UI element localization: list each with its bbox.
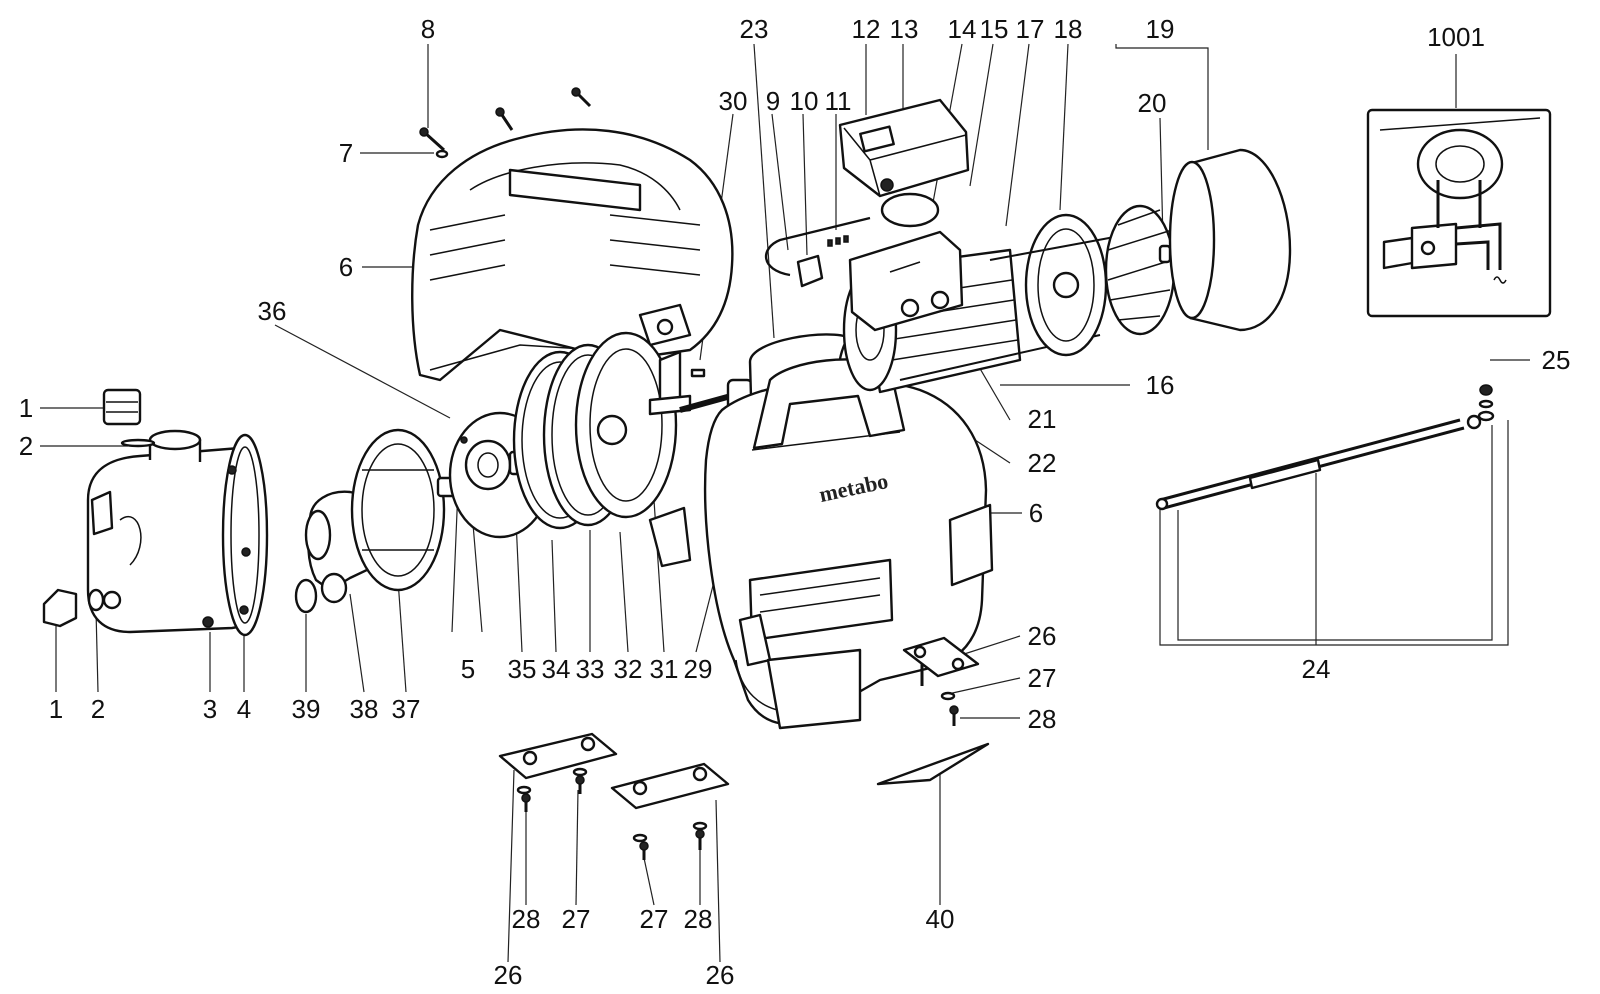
part-label: 4 [237,694,251,724]
part-label: 38 [350,694,379,724]
part-label: 39 [292,694,321,724]
part-label: 36 [258,296,287,326]
part-label: 26 [706,960,735,990]
part-label: 40 [926,904,955,934]
part-label: 9 [766,86,780,116]
label-40 [876,742,990,786]
feet-26 [498,636,980,860]
part-label: 5 [461,654,475,684]
part-label: 32 [614,654,643,684]
part-label: 7 [339,138,353,168]
rear-housing-6 [411,128,734,382]
part-label: 29 [684,654,713,684]
fan-20 [1104,204,1176,336]
part-label: 25 [1542,345,1571,375]
front-housing-6: metabo [703,358,994,730]
part-label: 33 [576,654,605,684]
part-label: 24 [1302,654,1331,684]
part-label: 8 [421,14,435,44]
diffuser-group [294,428,446,614]
parts: metabo [42,87,1552,860]
part-label: 18 [1054,14,1083,44]
part-label: 13 [890,14,919,44]
fan-cover-19 [1168,148,1292,332]
inset-1001 [1366,108,1552,318]
part-label: 26 [494,960,523,990]
part-label: 11 [825,86,852,116]
rings-and-flange [512,331,692,568]
part-label: 27 [1028,663,1057,693]
part-label: 31 [650,654,679,684]
part-label: 28 [512,904,541,934]
part-label: 17 [1016,14,1045,44]
part-label: 30 [719,86,748,116]
handle-rod-24 [1155,384,1495,511]
leader-lines [40,43,1530,963]
part-label: 6 [1029,498,1043,528]
part-label: 21 [1028,404,1057,434]
part-label: 28 [684,904,713,934]
pump-housing [42,388,269,637]
part-label: 22 [1028,448,1057,478]
part-label: 10 [790,86,819,116]
part-label: 35 [508,654,537,684]
part-label: 34 [542,654,571,684]
part-label: 6 [339,252,353,282]
part-label: 1 [19,393,33,423]
part-label: 20 [1138,88,1167,118]
part-label: 28 [1028,704,1057,734]
part-label: 19 [1146,14,1175,44]
part-label: 1001 [1427,22,1485,52]
part-label: 14 [948,14,977,44]
screws-8 [419,87,592,159]
part-label: 1 [49,694,63,724]
cable-and-gland [764,216,871,288]
part-label: 37 [392,694,421,724]
key-30 [690,368,706,378]
part-label: 16 [1146,370,1175,400]
part-label: 2 [19,431,33,461]
part-label: 15 [980,14,1009,44]
part-label: 23 [740,14,769,44]
part-label: 12 [852,14,881,44]
part-number-labels: 8 7 6 36 30 23 9 10 11 12 13 14 15 17 18… [19,14,1571,990]
part-label: 3 [203,694,217,724]
terminal-box [838,98,970,332]
end-shield [989,213,1121,357]
part-label: 2 [91,694,105,724]
part-label: 27 [640,904,669,934]
part-label: 27 [562,904,591,934]
part-label: 26 [1028,621,1057,651]
